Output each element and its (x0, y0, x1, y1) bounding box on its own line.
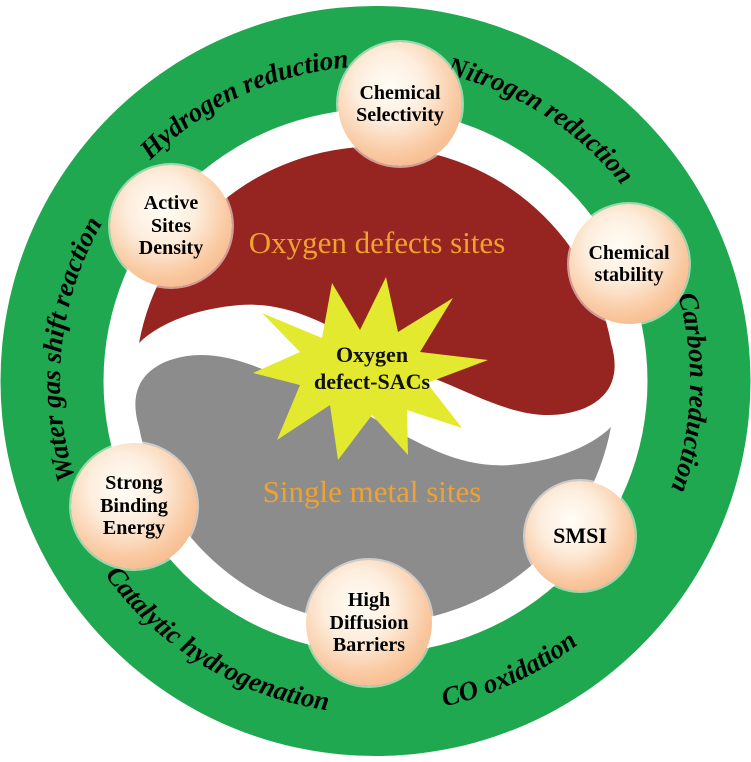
bubble-strong-binding-energy: Strong Binding Energy (71, 443, 197, 569)
bubble-label-line: Binding (100, 494, 168, 517)
bubble-chemical-selectivity: Chemical Selectivity (338, 42, 462, 166)
bubble-label-line: Sites (151, 214, 191, 237)
bubble-label-line: Strong (105, 472, 163, 495)
bubble-smsi: SMSI (525, 481, 635, 591)
bubble-label-line: Selectivity (356, 104, 444, 126)
bubble-label-line: SMSI (553, 522, 607, 548)
swirl-bottom-label: Single metal sites (263, 474, 482, 509)
bubble-label-line: Barriers (332, 634, 406, 657)
bubble-active-sites-density: Active Sites Density (110, 165, 232, 287)
bubble-label-line: stability (594, 264, 664, 286)
swirl-top-red (139, 146, 615, 416)
bubble-label-line: High (347, 589, 391, 612)
starburst-shape (253, 277, 488, 460)
swirl-bottom-gray (135, 354, 612, 624)
starburst-label-line1: Oxygen (336, 342, 408, 367)
swirl-top-label: Oxygen defects sites (249, 225, 506, 260)
bubble-label-line: Density (138, 237, 204, 260)
bubble-label-line: Chemical (588, 241, 670, 264)
bubble-chemical-stability: Chemical stability (569, 204, 689, 324)
bubble-label-line: Chemical (359, 81, 441, 104)
bubble-label-line: Active (143, 192, 199, 215)
starburst-label-line2: defect-SACs (314, 369, 431, 394)
bubble-label-line: Energy (102, 517, 166, 540)
bubble-label-line: Diffusion (329, 611, 409, 634)
bubble-high-diffusion-barriers: High Diffusion Barriers (306, 560, 432, 686)
